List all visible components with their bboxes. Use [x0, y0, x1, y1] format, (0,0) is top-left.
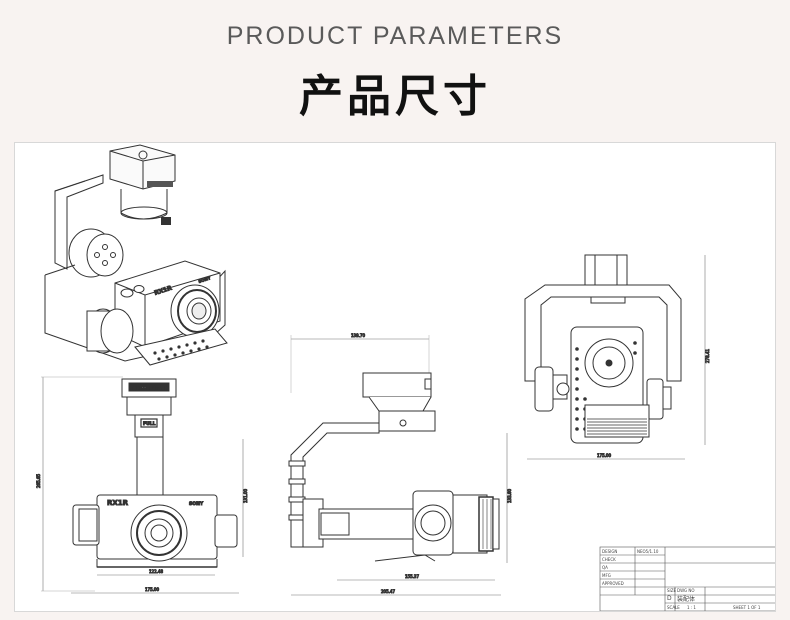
tb-dwg-value: 装配体	[677, 595, 695, 603]
title-block-text: DESIGN NEO5/1.10 CHECK QA MFG APPROVED S…	[602, 549, 761, 610]
tb-qa-label: QA	[602, 565, 608, 570]
tb-mfg-label: MFG	[602, 573, 611, 578]
front-cam-brand: SONY	[189, 501, 204, 507]
side-total-width-dim: 205.47	[381, 589, 395, 594]
side-top-width-dim: 139.70	[351, 333, 365, 338]
tb-size-label: SIZE	[667, 588, 676, 593]
front-inner-width-dim: 122.48	[149, 569, 163, 574]
tb-design-value: NEO5/1.10	[637, 549, 659, 554]
title-block	[599, 546, 775, 611]
front-cam-height-dim: 131.00	[243, 489, 248, 503]
tb-check-label: CHECK	[602, 557, 616, 562]
front-cam-model: RX1R	[107, 499, 129, 507]
tb-design-label: DESIGN	[602, 549, 617, 554]
tb-sheet-value: SHEET 1 OF 1	[733, 605, 761, 610]
back-view: 278.41 175.00	[524, 254, 711, 460]
technical-drawing-sheet: RX1R SONY 265.65 131.00 122.48 175.00	[14, 142, 776, 612]
front-brand-label: SHIMERA-4TH	[133, 386, 168, 392]
iso-cam-brand: SONY	[198, 275, 212, 284]
isometric-view: RX1R SONY	[44, 144, 228, 366]
side-inner-width-dim: 155.37	[405, 574, 419, 579]
side-view: 139.70 133.60 155.37 205.47	[288, 333, 513, 596]
front-total-width-dim: 175.00	[145, 587, 159, 592]
back-height-dim: 278.41	[705, 349, 710, 363]
tb-approved-label: APPROVED	[602, 581, 624, 586]
tb-size-value: D	[667, 595, 672, 602]
tb-scale-label: SCALE	[667, 605, 680, 610]
front-height-dim: 265.65	[36, 474, 41, 488]
side-height-dim: 133.60	[507, 489, 512, 503]
tb-scale-value: 1 : 1	[687, 605, 696, 610]
front-view: 265.65 131.00 122.48 175.00 SHIMERA-4TH …	[36, 376, 249, 594]
tb-dwg-label: DWG NO	[677, 588, 695, 593]
back-width-dim: 175.00	[597, 453, 611, 458]
title-english: PRODUCT PARAMETERS	[226, 22, 564, 50]
title-chinese: 产品尺寸	[299, 71, 491, 122]
front-plate-label: FULL	[143, 421, 156, 427]
drawing-canvas: RX1R SONY 265.65 131.00 122.48 175.00	[36, 144, 775, 611]
